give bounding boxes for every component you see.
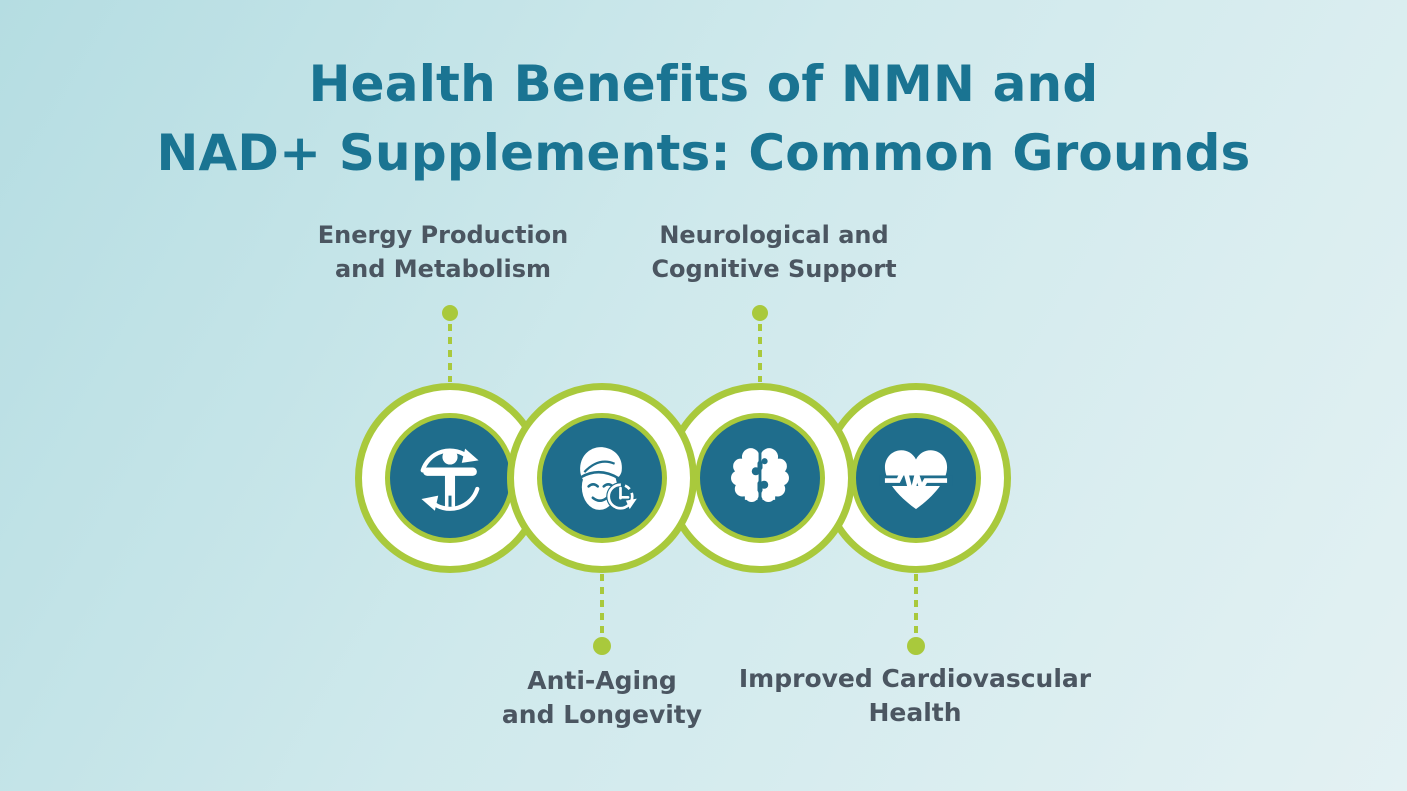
label-energy-metabolism-line2: and Metabolism — [334, 255, 552, 283]
connector-dot-energy — [442, 305, 458, 321]
heart-pulse-icon — [879, 450, 953, 510]
benefit-circle-neurological-inner — [695, 413, 825, 543]
label-neurological-line1: Neurological and — [659, 221, 889, 249]
brain-icon — [731, 444, 789, 507]
connector-dash-cardiovascular — [914, 574, 918, 634]
page-title-line1: Health Benefits of NMN and — [308, 55, 1099, 113]
person-cycle-arrows-icon — [420, 448, 480, 511]
page-title-line2: NAD+ Supplements: Common Grounds — [156, 124, 1251, 182]
label-cardiovascular: Improved Cardiovascular Health — [725, 662, 1105, 730]
page-title: Health Benefits of NMN and NAD+ Suppleme… — [0, 50, 1407, 188]
connector-dot-cardiovascular — [907, 637, 925, 655]
connector-dash-anti-aging — [600, 574, 604, 634]
label-energy-metabolism-line1: Energy Production — [317, 221, 569, 249]
benefit-circle-cardiovascular — [821, 383, 1011, 573]
label-anti-aging-line2: and Longevity — [501, 700, 703, 729]
label-anti-aging: Anti-Aging and Longevity — [412, 664, 792, 732]
label-cardiovascular-line1: Improved Cardiovascular — [738, 664, 1092, 693]
label-cardiovascular-line2: Health — [868, 698, 962, 727]
connector-dot-anti-aging — [593, 637, 611, 655]
benefit-circle-cardiovascular-inner — [851, 413, 981, 543]
label-anti-aging-line1: Anti-Aging — [527, 666, 677, 695]
label-neurological-line2: Cognitive Support — [651, 255, 897, 283]
benefit-circle-anti-aging-inner — [537, 413, 667, 543]
face-rejuvenation-clock-icon — [580, 447, 637, 511]
benefit-circle-energy-inner — [385, 413, 515, 543]
label-neurological: Neurological and Cognitive Support — [584, 218, 964, 286]
connector-dash-neurological — [758, 324, 762, 382]
connector-dash-energy — [448, 324, 452, 382]
benefit-circle-anti-aging — [507, 383, 697, 573]
label-energy-metabolism: Energy Production and Metabolism — [253, 218, 633, 286]
connector-dot-neurological — [752, 305, 768, 321]
